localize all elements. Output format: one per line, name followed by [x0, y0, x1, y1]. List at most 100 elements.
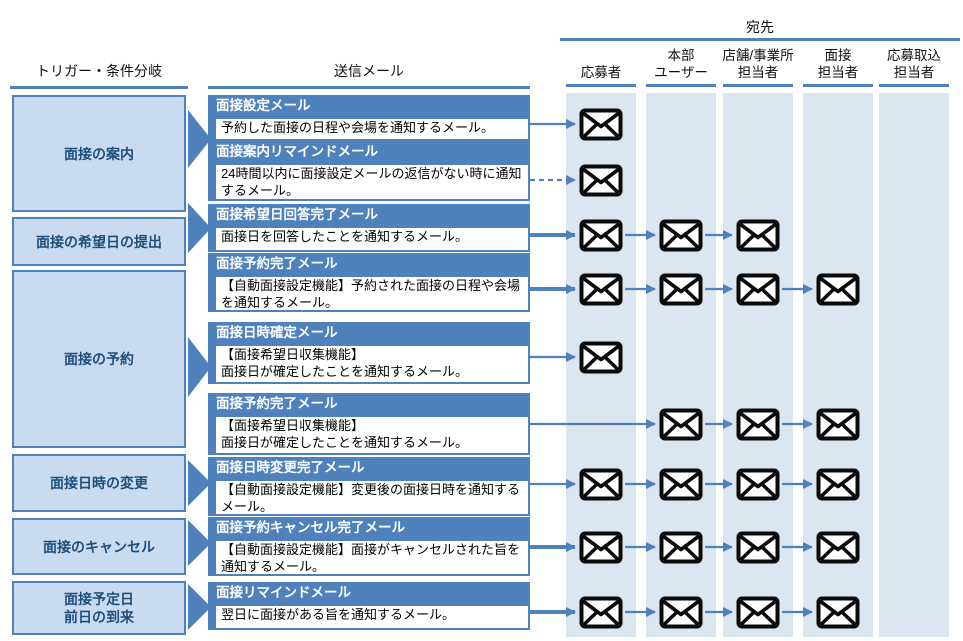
mail-envelope-icon — [579, 531, 623, 564]
recipients-heading-rule — [560, 38, 960, 41]
trigger-column-heading: トリガー・条件分岐 — [36, 63, 162, 79]
mail-envelope-icon — [736, 273, 780, 306]
email-card-title: 面接日時確定メール — [216, 325, 338, 340]
email-card-description: 【自動面接設定機能】変更後の面接日時を通知するメール。 — [214, 479, 530, 516]
mail-envelope-icon — [579, 341, 623, 374]
envelope-icon — [736, 408, 780, 440]
chevron-right-icon — [188, 520, 211, 566]
envelope-icon — [736, 596, 780, 628]
mail-envelope-icon — [816, 273, 860, 306]
recipient-column-rule — [566, 84, 636, 87]
email-card: 面接案内リマインドメール 24時間以内に面接設定メールの返信がない時に通知するメー… — [208, 141, 530, 201]
envelope-icon — [736, 219, 780, 251]
email-card-description: 【面接希望日収集機能】 面接日が確定したことを通知するメール。 — [214, 344, 530, 384]
email-card-title: 面接予約完了メール — [216, 256, 338, 271]
trigger-box: 面接のキャンセル — [12, 518, 186, 575]
email-card-description: 【自動面接設定機能】面接がキャンセルされた旨を通知するメール。 — [214, 539, 530, 576]
mail-envelope-icon — [736, 596, 780, 629]
trigger-box: 面接の案内 — [12, 95, 186, 212]
chevron-right-icon — [188, 110, 211, 168]
recipient-column-rule — [723, 84, 793, 87]
email-card-title: 面接希望日回答完了メール — [216, 207, 378, 222]
envelope-icon — [579, 341, 623, 373]
mail-envelope-icon — [816, 531, 860, 564]
envelope-icon — [816, 531, 860, 563]
trigger-box: 面接日時の変更 — [12, 454, 186, 512]
envelope-icon — [659, 273, 703, 305]
mail-envelope-icon — [579, 273, 623, 306]
email-card-description: 翌日に面接がある旨を通知するメール。 — [214, 604, 530, 630]
email-card: 面接予約完了メール【自動面接設定機能】予約された面接の日程や会場を通知するメール… — [208, 253, 530, 312]
envelope-icon — [659, 219, 703, 251]
envelope-icon — [816, 468, 860, 500]
recipient-column-label: 応募者 — [580, 65, 622, 80]
mail-envelope-icon — [579, 219, 623, 252]
envelope-icon — [736, 531, 780, 563]
envelope-icon — [659, 408, 703, 440]
envelope-icon — [736, 468, 780, 500]
email-card-description: 24時間以内に面接設定メールの返信がない時に通知するメール。 — [214, 163, 530, 201]
email-card: 面接予約完了メール【面接希望日収集機能】 面接日が確定したことを通知するメール。 — [208, 393, 530, 455]
recipient-column-label: 応募取込 担当者 — [887, 48, 941, 80]
email-card-description: 面接日を回答したことを通知するメール。 — [214, 226, 530, 252]
email-card-title: 面接リマインドメール — [216, 585, 351, 600]
mail-envelope-icon — [579, 164, 623, 197]
recipient-column-band — [879, 93, 949, 637]
mail-envelope-icon — [659, 219, 703, 252]
mail-envelope-icon — [816, 468, 860, 501]
envelope-icon — [579, 596, 623, 628]
envelope-icon — [816, 408, 860, 440]
email-card: 面接設定メール予約した面接の日程や会場を通知するメール。 — [208, 95, 530, 141]
envelope-icon — [659, 468, 703, 500]
envelope-icon — [736, 273, 780, 305]
envelope-icon — [579, 273, 623, 305]
recipient-column-label: 面接 担当者 — [817, 48, 859, 80]
mail-column-heading-rule — [208, 86, 530, 89]
envelope-icon — [659, 596, 703, 628]
mail-envelope-icon — [579, 108, 623, 141]
envelope-icon — [816, 596, 860, 628]
chevron-right-icon — [188, 337, 211, 397]
envelope-icon — [579, 468, 623, 500]
email-card: 面接希望日回答完了メール面接日を回答したことを通知するメール。 — [208, 204, 530, 252]
chevron-right-icon — [188, 203, 211, 253]
email-card-title: 面接予約完了メール — [216, 396, 338, 411]
mail-envelope-icon — [659, 596, 703, 629]
trigger-box: 面接の予約 — [12, 270, 186, 448]
email-card-description: 【自動面接設定機能】予約された面接の日程や会場を通知するメール。 — [214, 275, 530, 312]
mail-envelope-icon — [659, 273, 703, 306]
mail-envelope-icon — [579, 468, 623, 501]
mail-envelope-icon — [659, 468, 703, 501]
email-card-title: 面接日時変更完了メール — [216, 460, 365, 475]
email-card: 面接日時確定メール【面接希望日収集機能】 面接日が確定したことを通知するメール。 — [208, 322, 530, 384]
envelope-icon — [659, 531, 703, 563]
mail-envelope-icon — [816, 596, 860, 629]
mail-envelope-icon — [816, 408, 860, 441]
mail-envelope-icon — [579, 596, 623, 629]
mail-envelope-icon — [736, 219, 780, 252]
recipient-column-label: 店舗/事業所 担当者 — [722, 48, 794, 80]
recipients-heading: 宛先 — [746, 19, 774, 35]
recipient-column-rule — [879, 84, 949, 87]
mail-envelope-icon — [659, 408, 703, 441]
envelope-icon — [579, 219, 623, 251]
email-card: 面接日時変更完了メール【自動面接設定機能】変更後の面接日時を通知するメール。 — [208, 457, 530, 516]
envelope-icon — [816, 273, 860, 305]
email-card-title: 面接予約キャンセル完了メール — [216, 520, 405, 535]
mail-envelope-icon — [736, 468, 780, 501]
email-card-title: 面接案内リマインドメール — [216, 144, 378, 159]
mail-envelope-icon — [659, 531, 703, 564]
chevron-right-icon — [188, 584, 211, 630]
trigger-column-heading-rule — [10, 86, 188, 89]
email-card: 面接予約キャンセル完了メール【自動面接設定機能】面接がキャンセルされた旨を通知す… — [208, 517, 530, 576]
envelope-icon — [579, 108, 623, 140]
chevron-right-icon — [188, 460, 211, 506]
email-card-title: 面接設定メール — [216, 98, 311, 113]
recipient-column-label: 本部 ユーザー — [654, 48, 708, 80]
mail-column-heading: 送信メール — [334, 63, 404, 79]
email-card-description: 【面接希望日収集機能】 面接日が確定したことを通知するメール。 — [214, 415, 530, 455]
